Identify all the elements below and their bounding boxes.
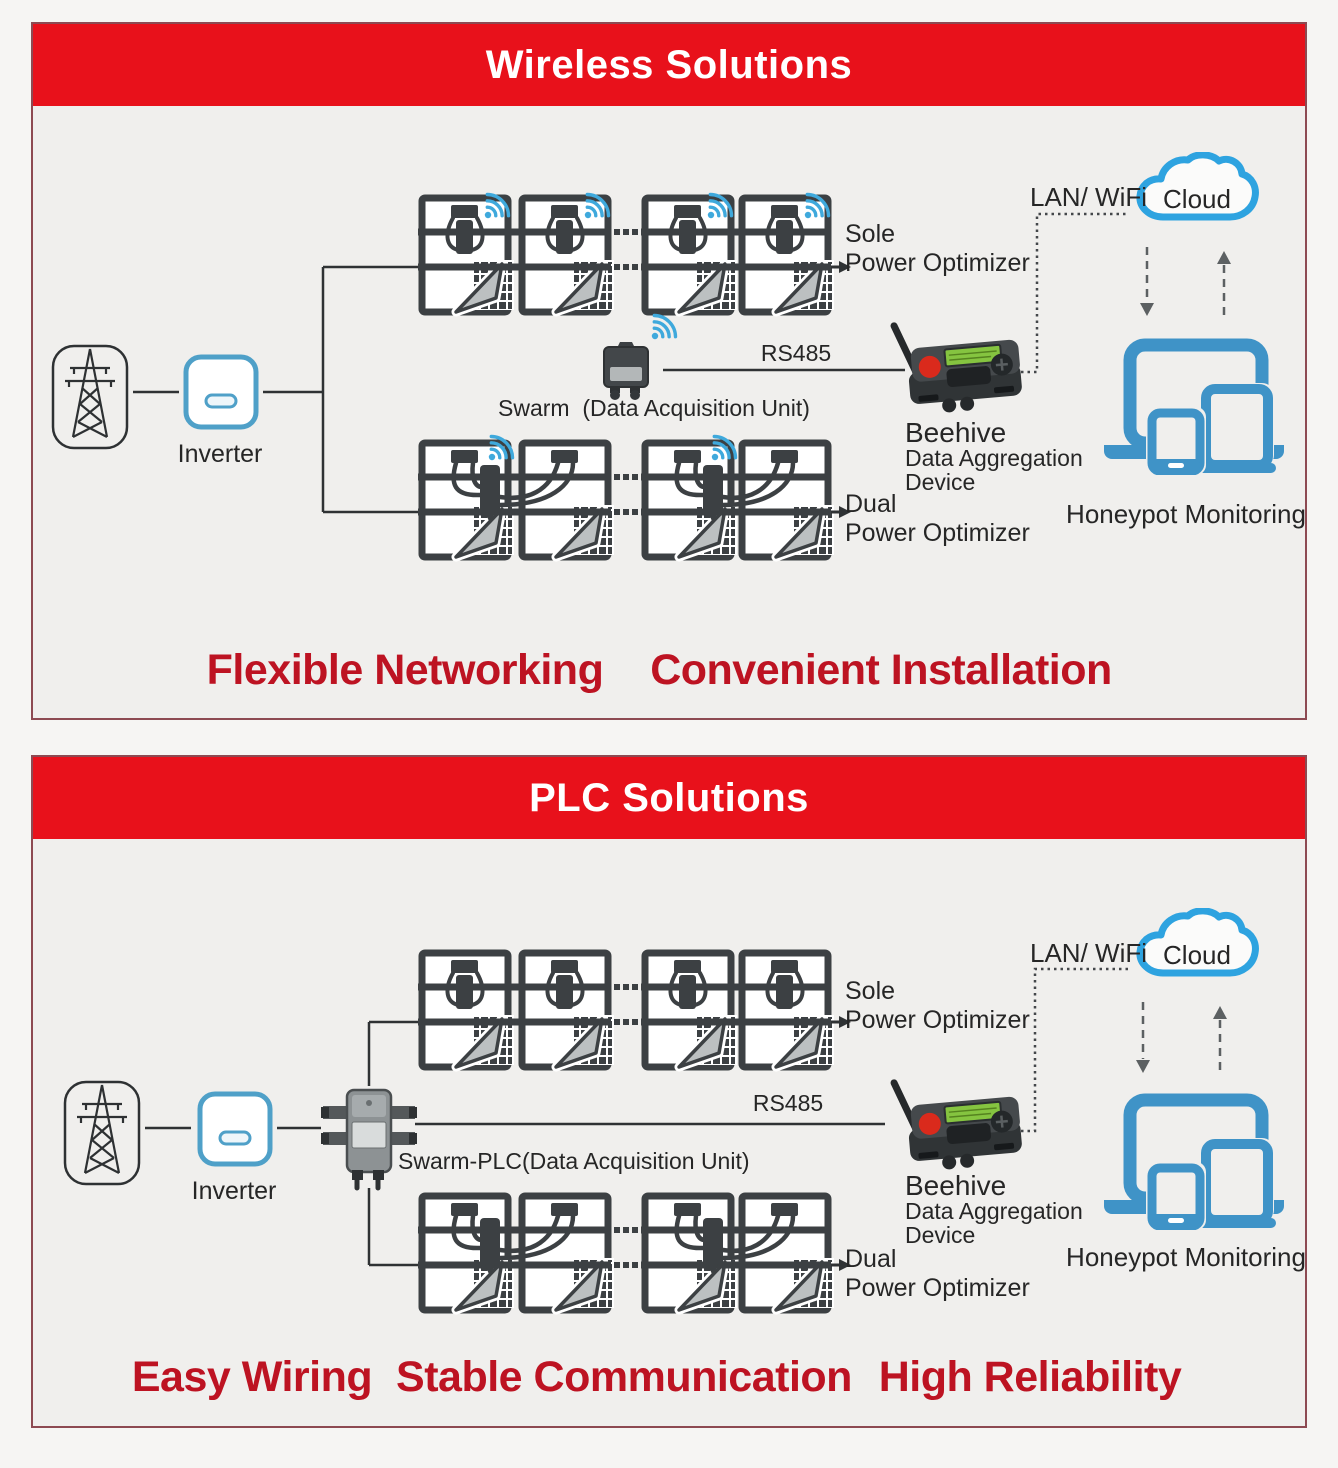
connector-lines bbox=[133, 265, 418, 514]
solar-panel-icon bbox=[742, 198, 834, 312]
swarm-icon bbox=[603, 341, 649, 400]
inverter-icon bbox=[200, 1094, 270, 1164]
label-arrow-icon bbox=[839, 506, 851, 518]
section-title-bar: PLC Solutions bbox=[33, 757, 1305, 839]
label-arrow-icon bbox=[839, 1016, 851, 1028]
sole-optimizer-label: Sole Power Optimizer bbox=[845, 977, 1030, 1034]
cloud-down-arrow bbox=[1140, 247, 1154, 316]
solar-panel-icon bbox=[645, 1196, 737, 1310]
cloud-label: Cloud bbox=[1163, 184, 1231, 214]
power-grid-tower-icon bbox=[51, 344, 129, 450]
power-grid-tower-icon bbox=[63, 1080, 141, 1186]
inverter-icon bbox=[186, 357, 256, 427]
continuation-dots bbox=[614, 1227, 638, 1268]
cloud-label: Cloud bbox=[1163, 940, 1231, 970]
lan-wifi-label: LAN/ WiFi bbox=[1030, 938, 1147, 968]
rs485-label: RS485 bbox=[760, 340, 832, 366]
mounting-rails bbox=[418, 473, 831, 516]
mounting-rails bbox=[418, 983, 831, 1026]
honeypot-label: Honeypot Monitoring bbox=[1066, 1242, 1306, 1272]
dual-optimizer-label: Dual Power Optimizer bbox=[845, 490, 1030, 547]
dual-panel-row bbox=[418, 430, 851, 557]
dual-optimizer-label: Dual Power Optimizer bbox=[845, 1245, 1030, 1302]
plc-diagram: Inverter Sole Power Optimizer Swarm-PLC(… bbox=[33, 839, 1306, 1426]
solar-panel-icon bbox=[422, 953, 514, 1067]
label-arrow-icon bbox=[839, 261, 851, 273]
continuation-dots bbox=[614, 474, 638, 515]
wifi-icon bbox=[640, 309, 682, 351]
tagline: High Reliability bbox=[878, 1353, 1182, 1401]
mounting-rails bbox=[418, 228, 831, 271]
beehive-icon bbox=[894, 315, 1023, 416]
cloud-up-arrow bbox=[1217, 251, 1231, 320]
inverter-label: Inverter bbox=[177, 440, 263, 468]
solar-panel-icon bbox=[422, 443, 514, 557]
solar-panel-icon bbox=[522, 198, 614, 312]
dual-optimizer-unit bbox=[674, 1213, 796, 1277]
beehive-icon bbox=[894, 1072, 1023, 1173]
cloud-up-arrow bbox=[1213, 1006, 1227, 1075]
plc-solutions-section: PLC Solutions bbox=[31, 755, 1307, 1428]
plc-diagram-canvas bbox=[63, 839, 1305, 1426]
label-arrow-icon bbox=[839, 1259, 851, 1271]
dau-label: Swarm (Data Acquisition Unit) bbox=[498, 395, 810, 421]
sole-optimizer-label: Sole Power Optimizer bbox=[845, 220, 1030, 277]
solar-panel-icon bbox=[422, 198, 514, 312]
continuation-dots bbox=[614, 984, 638, 1025]
lan-wifi-label: LAN/ WiFi bbox=[1030, 182, 1147, 212]
solar-panel-icon bbox=[645, 443, 737, 557]
honeypot-label: Honeypot Monitoring bbox=[1066, 499, 1306, 529]
tagline: Easy Wiring bbox=[131, 1353, 373, 1401]
section-title: PLC Solutions bbox=[529, 775, 809, 820]
wireless-diagram: Inverter Sole Power Optimizer Swarm (Dat… bbox=[33, 106, 1306, 718]
lan-wifi-dotted-line bbox=[1021, 967, 1129, 1133]
solar-panel-icon bbox=[522, 953, 614, 1067]
wireless-diagram-canvas bbox=[51, 106, 1305, 718]
solar-panel-icon bbox=[422, 1196, 514, 1310]
beehive-label: Beehive Data Aggregation Device bbox=[905, 1170, 1083, 1248]
sole-panel-row bbox=[418, 188, 851, 312]
wireless-solutions-section: Wireless Solutions bbox=[31, 22, 1307, 720]
tagline: Flexible Networking bbox=[206, 646, 604, 694]
inverter-label: Inverter bbox=[191, 1177, 277, 1205]
dual-optimizer-unit bbox=[451, 460, 576, 524]
beehive-label: Beehive Data Aggregation Device bbox=[905, 417, 1083, 495]
honeypot-icon bbox=[1104, 1100, 1284, 1230]
cloud-down-arrow bbox=[1136, 1002, 1150, 1073]
section-title: Wireless Solutions bbox=[485, 42, 853, 87]
honeypot-icon bbox=[1104, 345, 1284, 475]
dual-optimizer-unit bbox=[674, 460, 796, 524]
section-title-bar: Wireless Solutions bbox=[33, 24, 1305, 106]
solar-panel-icon bbox=[645, 953, 737, 1067]
solar-panel-icon bbox=[645, 198, 737, 312]
dual-optimizer-unit bbox=[451, 1213, 576, 1277]
rs485-label: RS485 bbox=[752, 1090, 824, 1116]
dual-panel-row bbox=[418, 1196, 851, 1310]
solar-panel-icon bbox=[742, 953, 834, 1067]
lan-wifi-dotted-line bbox=[1021, 212, 1129, 374]
continuation-dots bbox=[614, 229, 638, 270]
dau-label: Swarm-PLC(Data Acquisition Unit) bbox=[398, 1148, 750, 1174]
sole-panel-row bbox=[418, 953, 851, 1067]
tagline: Convenient Installation bbox=[650, 646, 1112, 694]
mounting-rails bbox=[418, 1226, 831, 1269]
connector-lines bbox=[145, 1020, 418, 1267]
tagline: Stable Communication bbox=[396, 1353, 852, 1401]
